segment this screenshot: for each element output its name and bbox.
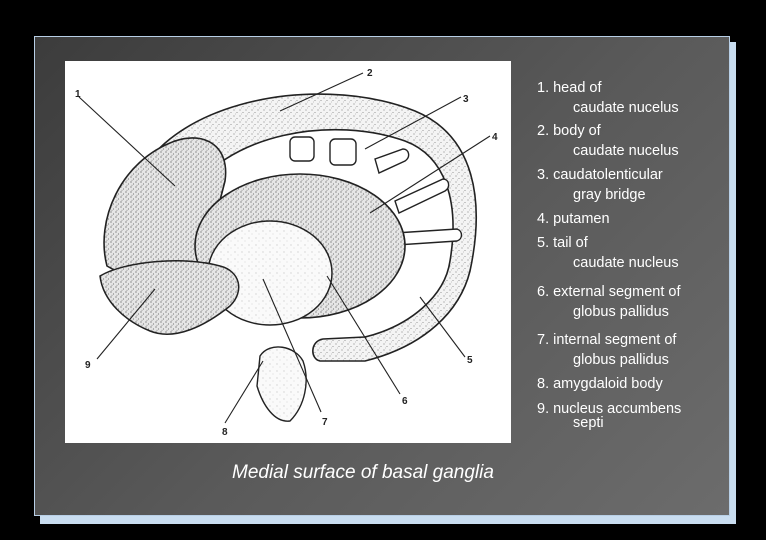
legend-item: 2. body of caudate nucelus (537, 121, 679, 161)
legend-label: 1. head of (537, 80, 602, 96)
callout-8: 8 (222, 427, 228, 438)
legend-continuation: septi (573, 415, 604, 431)
callout-9: 9 (85, 360, 91, 371)
legend-continuation: globus pallidus (573, 352, 669, 368)
legend-item: 5. tail of caudate nucleus (537, 233, 679, 273)
legend-label: 6. external segment of (537, 284, 681, 300)
nucleus-accumbens (99, 260, 240, 335)
legend-continuation: caudate nucelus (573, 143, 679, 159)
legend-continuation: caudate nucelus (573, 100, 679, 116)
legend-item: 4. putamen (537, 209, 610, 229)
callout-6: 6 (402, 396, 408, 407)
legend-continuation: globus pallidus (573, 304, 669, 320)
legend-continuation: caudate nucleus (573, 255, 679, 271)
legend-item: 9. nucleus accumbens septi (537, 399, 681, 433)
legend-label: 4. putamen (537, 211, 610, 227)
callout-4: 4 (492, 132, 498, 143)
legend-item: 3. caudatolenticular gray bridge (537, 165, 663, 205)
callout-5: 5 (467, 355, 473, 366)
figure-caption: Medial surface of basal ganglia (232, 462, 494, 483)
callout-7: 7 (322, 417, 328, 428)
basal-ganglia-illustration: 1 2 3 4 5 6 7 8 9 (65, 61, 511, 443)
legend-item: 1. head of caudate nucelus (537, 78, 679, 118)
callout-3: 3 (463, 94, 469, 105)
callout-2: 2 (367, 68, 373, 79)
amygdaloid-body (256, 346, 307, 422)
legend-label: 2. body of (537, 123, 601, 139)
legend-item: 6. external segment of globus pallidus (537, 282, 680, 322)
callout-1: 1 (75, 89, 81, 100)
legend-label: 3. caudatolenticular (537, 167, 663, 183)
legend-label: 9. nucleus accumbens (537, 401, 682, 417)
legend-continuation: gray bridge (573, 187, 646, 203)
legend-item: 8. amygdaloid body (537, 374, 663, 394)
legend-label: 5. tail of (537, 235, 588, 251)
legend-label: 8. amygdaloid body (537, 376, 663, 392)
legend-item: 7. internal segment of globus pallidus (537, 330, 676, 370)
legend-label: 7. internal segment of (537, 332, 677, 348)
